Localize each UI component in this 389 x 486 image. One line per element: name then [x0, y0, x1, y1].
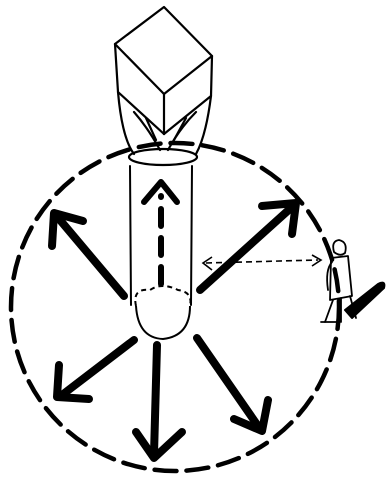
spray-coverage-circle	[11, 143, 339, 471]
arrow-left	[62, 340, 134, 395]
nozzle-collar	[129, 149, 197, 165]
arrow-upper-right	[200, 207, 292, 290]
sprinkler-head-icon	[115, 7, 212, 165]
outward-arrows	[52, 203, 296, 458]
arrow-upper-left	[60, 220, 124, 296]
arrow-lower-right	[197, 338, 258, 426]
upward-dashed-arrow	[144, 182, 177, 284]
source-point-circle	[135, 286, 190, 339]
arrow-down	[154, 345, 157, 454]
